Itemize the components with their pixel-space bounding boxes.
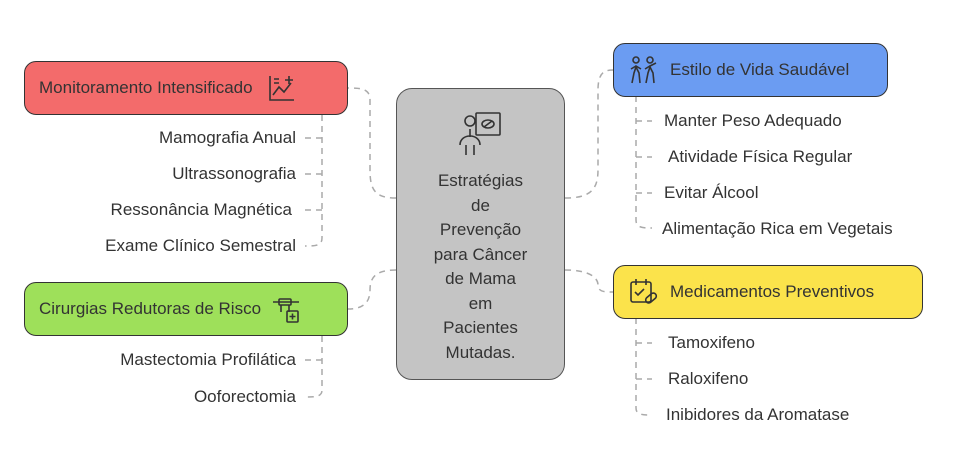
leaf-mastectomia: Mastectomia Profilática [120, 350, 296, 369]
leaf-evitar-alcool: Evitar Álcool [664, 183, 759, 202]
chart-plus-icon [267, 73, 297, 103]
leaf-raloxifeno: Raloxifeno [668, 369, 749, 388]
branch-monitoramento: Monitoramento Intensificado [24, 61, 348, 115]
exercise-icon [628, 55, 660, 85]
branch-medicamentos: Medicamentos Preventivos [613, 265, 923, 319]
central-topic: Estratégias de Prevenção para Câncer de … [396, 88, 565, 380]
leaf-inibidores: Inibidores da Aromatase [666, 405, 850, 424]
branch-estilo-vida: Estilo de Vida Saudável [613, 43, 888, 97]
central-topic-title: Estratégias de Prevenção para Câncer de … [433, 171, 528, 362]
branch-cirurgias: Cirurgias Redutoras de Risco [24, 282, 348, 336]
leaf-ultrassonografia: Ultrassonografia [172, 164, 296, 183]
leaf-manter-peso: Manter Peso Adequado [664, 111, 842, 130]
leaf-mamografia: Mamografia Anual [158, 128, 296, 147]
leaf-exame-clinico: Exame Clínico Semestral [105, 236, 296, 255]
leaf-atividade-fisica: Atividade Física Regular [668, 147, 853, 166]
medication-calendar-icon [628, 277, 658, 307]
branch-cirurgias-label: Cirurgias Redutoras de Risco [39, 299, 262, 318]
surgery-icon [271, 294, 301, 324]
leaf-alimentacao: Alimentação Rica em Vegetais [662, 219, 893, 238]
doctor-presentation-icon [456, 107, 506, 162]
branch-monitoramento-label: Monitoramento Intensificado [39, 78, 253, 97]
leaf-ressonancia: Ressonância Magnética [110, 200, 292, 219]
branch-medicamentos-label: Medicamentos Preventivos [670, 282, 875, 301]
leaf-tamoxifeno: Tamoxifeno [668, 333, 755, 352]
leaf-ooforectomia: Ooforectomia [193, 387, 296, 406]
branch-estilo-vida-label: Estilo de Vida Saudável [670, 60, 850, 79]
